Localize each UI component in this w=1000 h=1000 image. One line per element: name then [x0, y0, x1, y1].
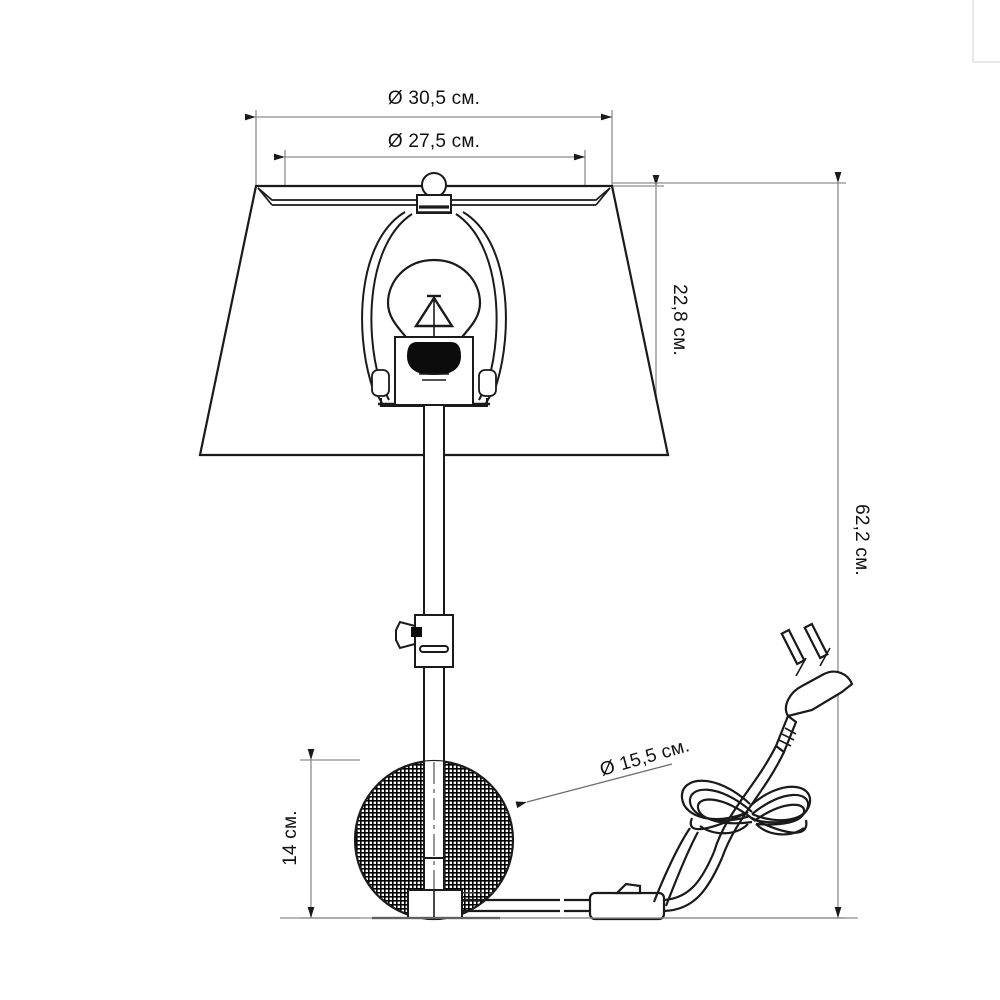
dim-shade-top-diameter-label: Ø 30,5 см. — [388, 88, 480, 109]
shade-finial — [416, 172, 452, 214]
lamp-stem — [423, 404, 445, 766]
dim-total-height-label: 62,2 см. — [851, 504, 872, 576]
cord-run-to-plug — [663, 851, 724, 913]
dim-shade-height-label: 22,8 см. — [669, 284, 690, 356]
lamp-socket — [394, 336, 474, 406]
inline-switch — [564, 882, 666, 921]
dim-shade-inner-diameter-label: Ø 27,5 см. — [388, 131, 480, 152]
stem-adjust-collar — [395, 614, 454, 668]
power-cord — [462, 898, 560, 913]
lamp-base-disc — [353, 759, 515, 921]
coiled-cord-bundle — [652, 779, 812, 907]
lamp-harp — [361, 211, 507, 407]
dim-base-height-label: 14 см. — [280, 810, 301, 865]
plug-cord — [712, 745, 785, 859]
power-plug — [774, 622, 854, 754]
sheet-border — [972, 0, 1000, 63]
